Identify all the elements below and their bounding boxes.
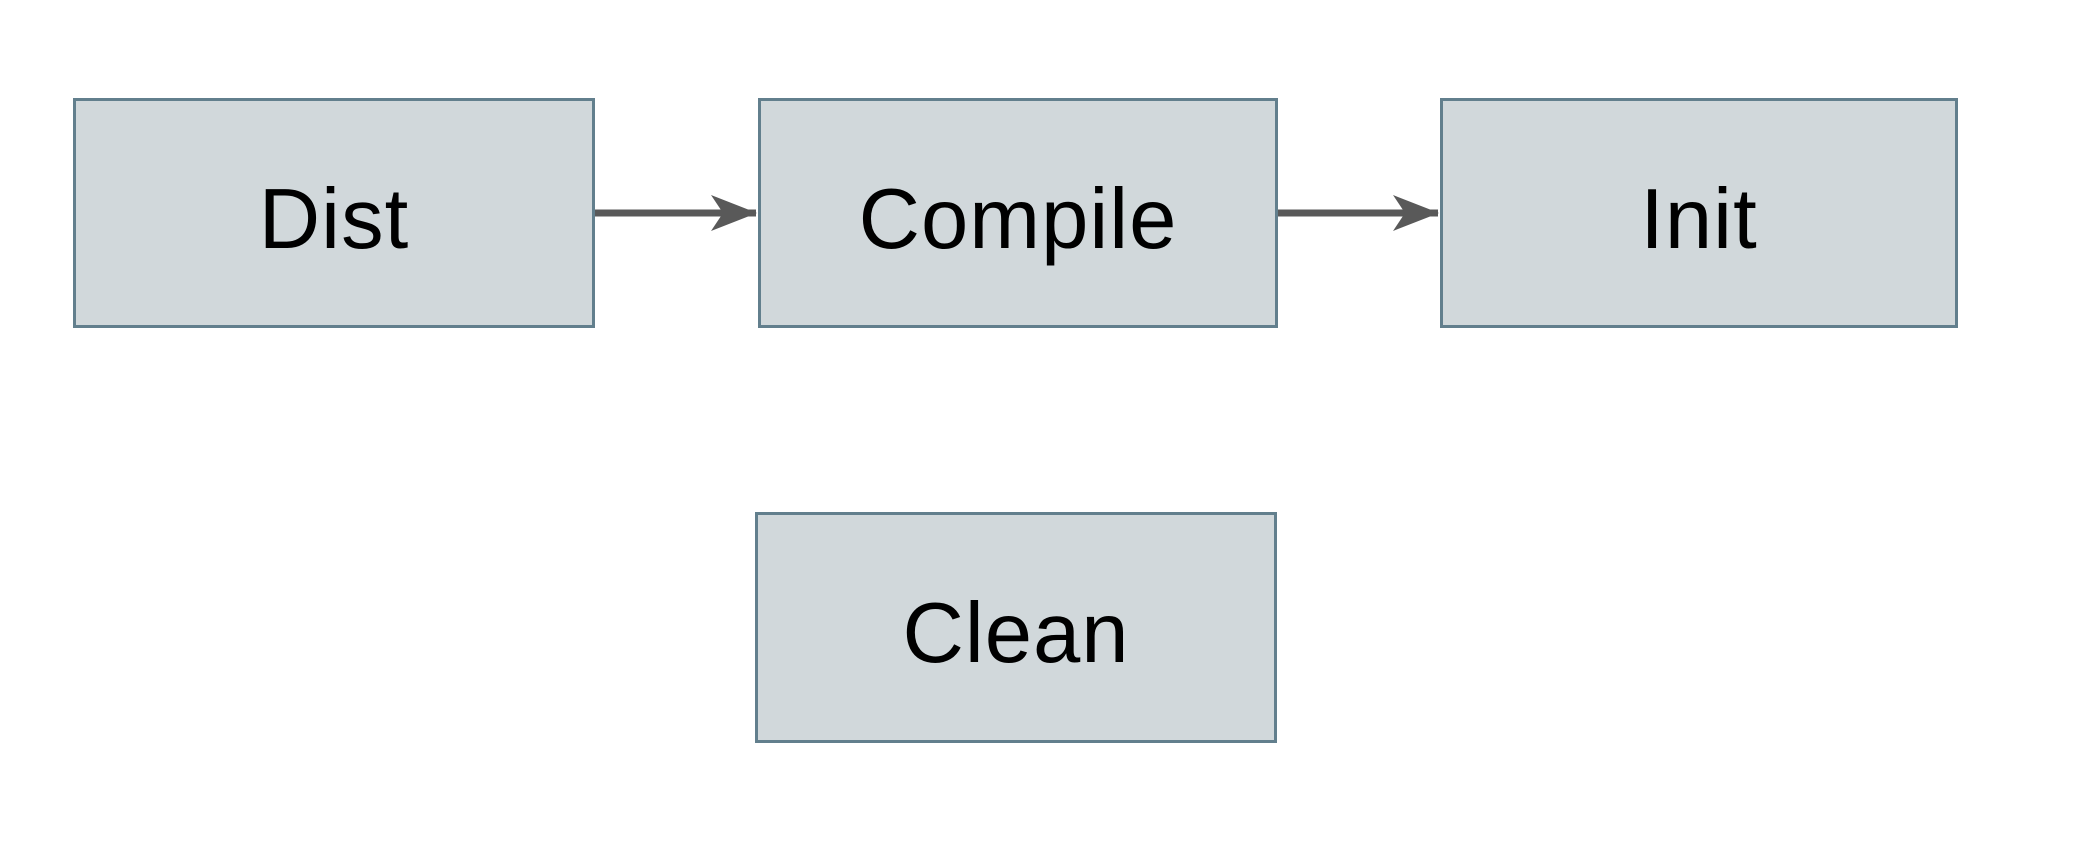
node-init: Init — [1440, 98, 1958, 328]
node-compile-label: Compile — [858, 171, 1178, 267]
node-clean-label: Clean — [902, 586, 1130, 681]
node-init-label: Init — [1640, 171, 1758, 267]
node-dist: Dist — [73, 98, 595, 328]
node-compile: Compile — [758, 98, 1278, 328]
node-dist-label: Dist — [258, 171, 410, 267]
node-clean: Clean — [755, 512, 1277, 743]
